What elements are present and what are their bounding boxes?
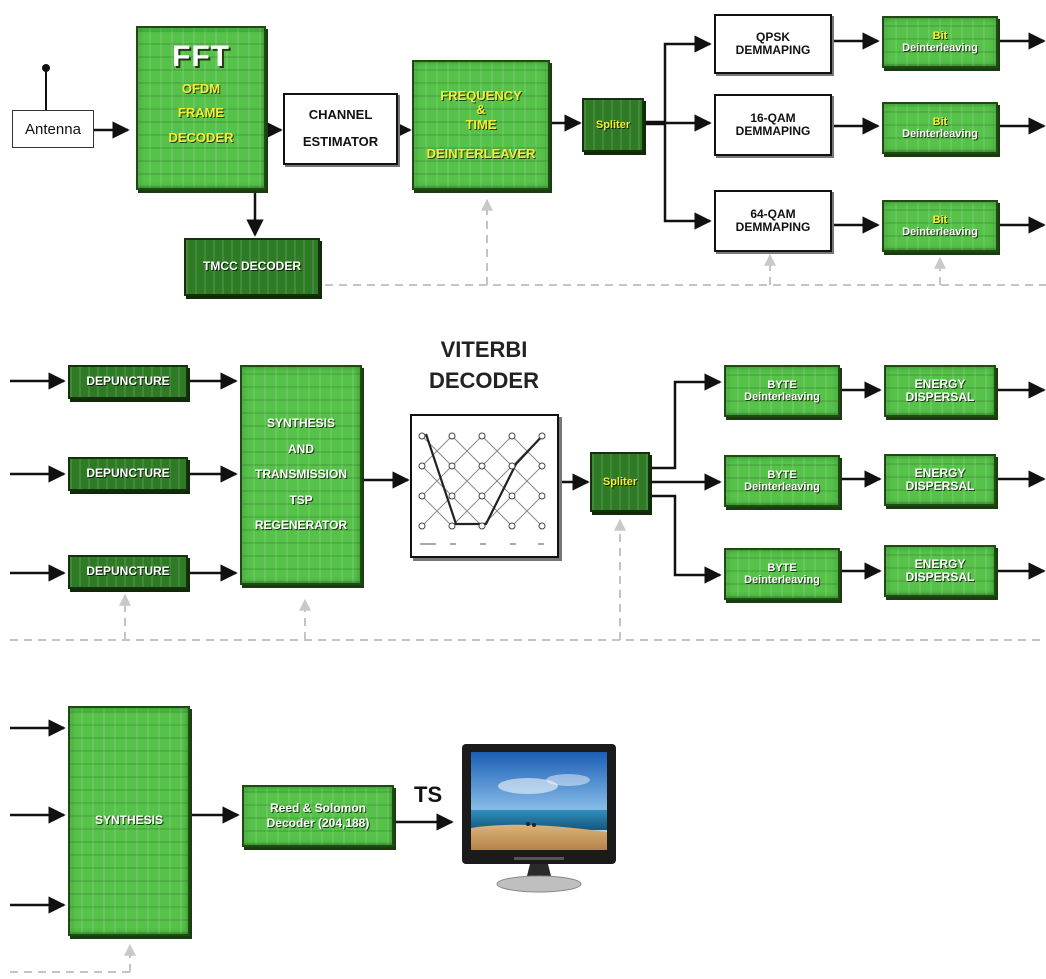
synthesis-label: SYNTHESIS	[95, 814, 163, 827]
depuncture-3-label: DEPUNCTURE	[86, 565, 169, 578]
channel-estimator-line-2: ESTIMATOR	[303, 135, 378, 150]
bit-deint-3-line-2: Deinterleaving	[902, 226, 978, 238]
16qam-line-1: 16-QAM	[750, 112, 795, 125]
synthesis-tsp-regenerator: SYNTHESIS AND TRANSMISSION TSP REGENERAT…	[240, 365, 362, 585]
byte-deint-2-line-1: BYTE	[767, 469, 796, 481]
depuncture-2-label: DEPUNCTURE	[86, 467, 169, 480]
64qam-line-2: DEMMAPING	[736, 221, 811, 234]
freq-time-sub: DEINTERLEAVER	[427, 147, 536, 162]
synth-tsp-line-4: TSP	[289, 494, 312, 507]
16qam-line-2: DEMMAPING	[736, 125, 811, 138]
trellis-icon	[412, 416, 557, 556]
qpsk-demapping: QPSK DEMMAPING	[714, 14, 832, 74]
byte-deinterleaving-3: BYTE Deinterleaving	[724, 548, 840, 600]
byte-deint-3-line-2: Deinterleaving	[744, 574, 820, 586]
depuncture-1: DEPUNCTURE	[68, 365, 188, 399]
antenna-icon	[42, 64, 50, 110]
bit-deinterleaving-2: Bit Deinterleaving	[882, 102, 998, 154]
bit-deint-1-line-2: Deinterleaving	[902, 42, 978, 54]
bit-deint-3-line-1: Bit	[933, 214, 948, 226]
byte-deint-3-line-1: BYTE	[767, 562, 796, 574]
energy-2-line-2: DISPERSAL	[906, 480, 975, 493]
16qam-demapping: 16-QAM DEMMAPING	[714, 94, 832, 156]
reed-solomon-line-2: Decoder (204,188)	[267, 817, 370, 830]
freq-time-line-2: &	[476, 103, 485, 118]
splitter-1: Spliter	[582, 98, 644, 152]
energy-dispersal-3: ENERGY DISPERSAL	[884, 545, 996, 597]
energy-dispersal-1: ENERGY DISPERSAL	[884, 365, 996, 417]
tmcc-decoder-label: TMCC DECODER	[203, 260, 301, 273]
energy-3-line-2: DISPERSAL	[906, 571, 975, 584]
channel-estimator: CHANNEL ESTIMATOR	[283, 93, 398, 165]
64qam-line-1: 64-QAM	[750, 208, 795, 221]
depuncture-3: DEPUNCTURE	[68, 555, 188, 589]
synth-tsp-line-5: REGENERATOR	[255, 519, 347, 532]
television-icon	[458, 740, 620, 896]
depuncture-2: DEPUNCTURE	[68, 457, 188, 491]
viterbi-title-line-1: VITERBI	[408, 338, 560, 363]
synth-tsp-line-2: AND	[288, 443, 314, 456]
frequency-time-deinterleaver: FREQUENCY & TIME DEINTERLEAVER	[412, 60, 550, 190]
ts-label: TS	[414, 782, 442, 808]
reed-solomon-decoder: Reed & Solomon Decoder (204,188)	[242, 785, 394, 847]
byte-deint-1-line-2: Deinterleaving	[744, 391, 820, 403]
antenna-label: Antenna	[12, 110, 94, 148]
fft-ofdm-frame-decoder: FFT OFDM FRAME DECODER	[136, 26, 266, 190]
viterbi-decoder	[410, 414, 559, 558]
reed-solomon-line-1: Reed & Solomon	[270, 802, 366, 815]
synthesis-block: SYNTHESIS	[68, 706, 190, 936]
viterbi-title-line-2: DECODER	[408, 369, 560, 394]
byte-deinterleaving-1: BYTE Deinterleaving	[724, 365, 840, 417]
energy-1-line-1: ENERGY	[915, 378, 966, 391]
byte-deinterleaving-2: BYTE Deinterleaving	[724, 455, 840, 507]
splitter-2: Spliter	[590, 452, 650, 512]
freq-time-line-3: TIME	[465, 118, 496, 133]
bit-deint-2-line-1: Bit	[933, 116, 948, 128]
bit-deinterleaving-3: Bit Deinterleaving	[882, 200, 998, 252]
energy-2-line-1: ENERGY	[915, 467, 966, 480]
bit-deinterleaving-1: Bit Deinterleaving	[882, 16, 998, 68]
splitter-1-label: Spliter	[596, 119, 630, 131]
byte-deint-1-line-1: BYTE	[767, 379, 796, 391]
fft-line-2: FRAME	[178, 106, 224, 121]
64qam-demapping: 64-QAM DEMMAPING	[714, 190, 832, 252]
synth-tsp-line-1: SYNTHESIS	[267, 417, 335, 430]
synth-tsp-line-3: TRANSMISSION	[255, 468, 347, 481]
bit-deint-2-line-2: Deinterleaving	[902, 128, 978, 140]
viterbi-title: VITERBI DECODER	[408, 338, 560, 393]
tmcc-decoder: TMCC DECODER	[184, 238, 320, 296]
depuncture-1-label: DEPUNCTURE	[86, 375, 169, 388]
bit-deint-1-line-1: Bit	[933, 30, 948, 42]
channel-estimator-line-1: CHANNEL	[309, 108, 373, 123]
fft-line-1: OFDM	[182, 82, 220, 97]
fft-line-3: DECODER	[168, 131, 233, 146]
freq-time-line-1: FREQUENCY	[440, 89, 522, 104]
energy-3-line-1: ENERGY	[915, 558, 966, 571]
energy-1-line-2: DISPERSAL	[906, 391, 975, 404]
energy-dispersal-2: ENERGY DISPERSAL	[884, 454, 996, 506]
qpsk-line-1: QPSK	[756, 31, 790, 44]
qpsk-line-2: DEMMAPING	[736, 44, 811, 57]
splitter-2-label: Spliter	[603, 476, 637, 488]
byte-deint-2-line-2: Deinterleaving	[744, 481, 820, 493]
fft-title: FFT	[172, 40, 230, 74]
